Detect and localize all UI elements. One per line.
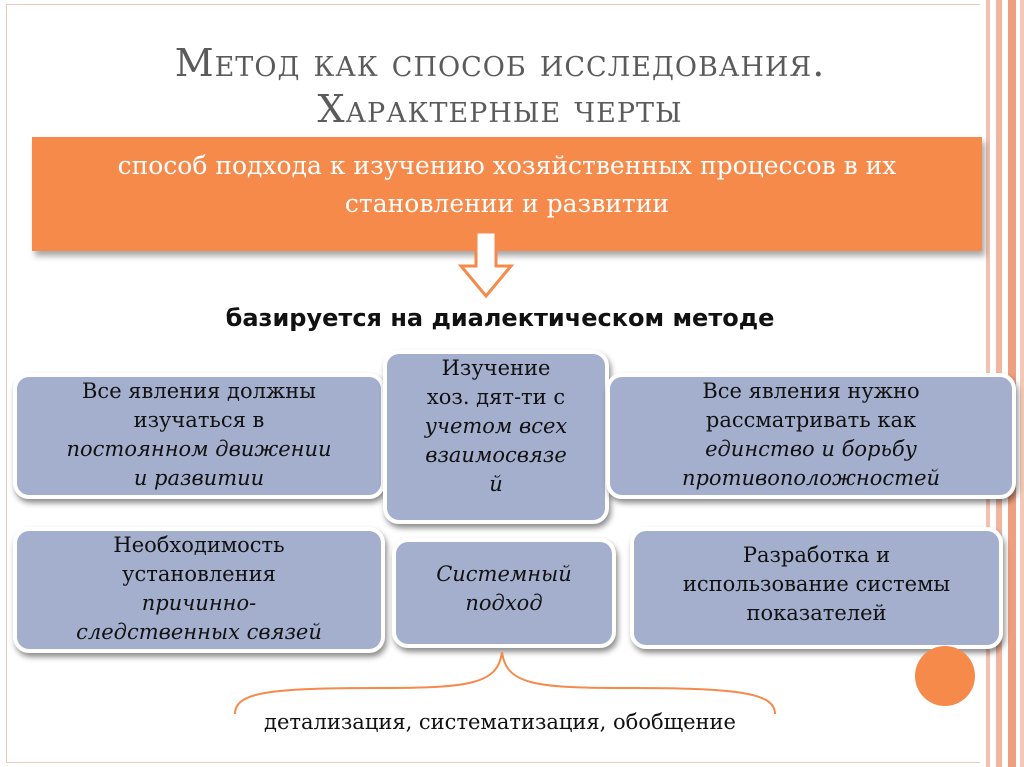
box-line: подход xyxy=(465,591,543,615)
down-arrow-icon xyxy=(458,230,514,299)
box-line: учетом всех xyxy=(424,414,568,438)
title-line-1: Метод как способ исследования. xyxy=(174,41,826,85)
feature-box-interconnections: Изучение хоз. дят-ти с учетом всех взаим… xyxy=(383,350,609,524)
box-line: Разработка и xyxy=(742,543,891,567)
slide-title: Метод как способ исследования. Характерн… xyxy=(60,40,940,132)
box-line: й xyxy=(489,472,503,496)
box-line: Необходимость xyxy=(113,533,285,557)
box-line: изучаться в xyxy=(133,408,265,432)
box-line: Изучение xyxy=(441,356,551,380)
box-line: единство и борьбу xyxy=(705,437,917,461)
footer-text: детализация, систематизация, обобщение xyxy=(264,710,736,734)
box-line: следственных связей xyxy=(76,620,322,644)
box-line: Все явления нужно xyxy=(702,379,920,403)
box-line: противоположностей xyxy=(681,466,941,490)
box-line: Все явления должны xyxy=(82,379,316,403)
title-line-2: Характерные черты xyxy=(317,87,683,131)
box-line: хоз. дят-ти с xyxy=(426,385,566,409)
box-line: использование системы xyxy=(682,572,951,596)
feature-box-system-approach: Системный подход xyxy=(392,538,616,648)
box-line: и развитии xyxy=(133,466,265,490)
feature-box-unity-of-opposites: Все явления нужно рассматривать как един… xyxy=(606,373,1016,499)
box-line: Системный xyxy=(436,562,572,586)
decorative-circle xyxy=(915,646,975,706)
box-line: рассматривать как xyxy=(705,408,917,432)
subtitle: базируется на диалектическом методе xyxy=(225,304,775,332)
feature-box-indicators: Разработка и использование системы показ… xyxy=(630,527,1003,649)
curly-brace-icon xyxy=(234,651,776,715)
box-line: установления xyxy=(122,562,276,586)
box-line: взаимосвязе xyxy=(425,443,567,467)
box-line: показателей xyxy=(746,601,887,625)
definition-text: способ подхода к изучению хозяйственных … xyxy=(117,151,897,218)
feature-box-movement: Все явления должны изучаться в постоянно… xyxy=(13,373,385,499)
feature-box-causality: Необходимость установления причинно- сле… xyxy=(13,527,385,653)
definition-banner: способ подхода к изучению хозяйственных … xyxy=(32,137,982,251)
box-line: причинно- xyxy=(141,591,257,615)
box-line: постоянном движении xyxy=(66,437,332,461)
